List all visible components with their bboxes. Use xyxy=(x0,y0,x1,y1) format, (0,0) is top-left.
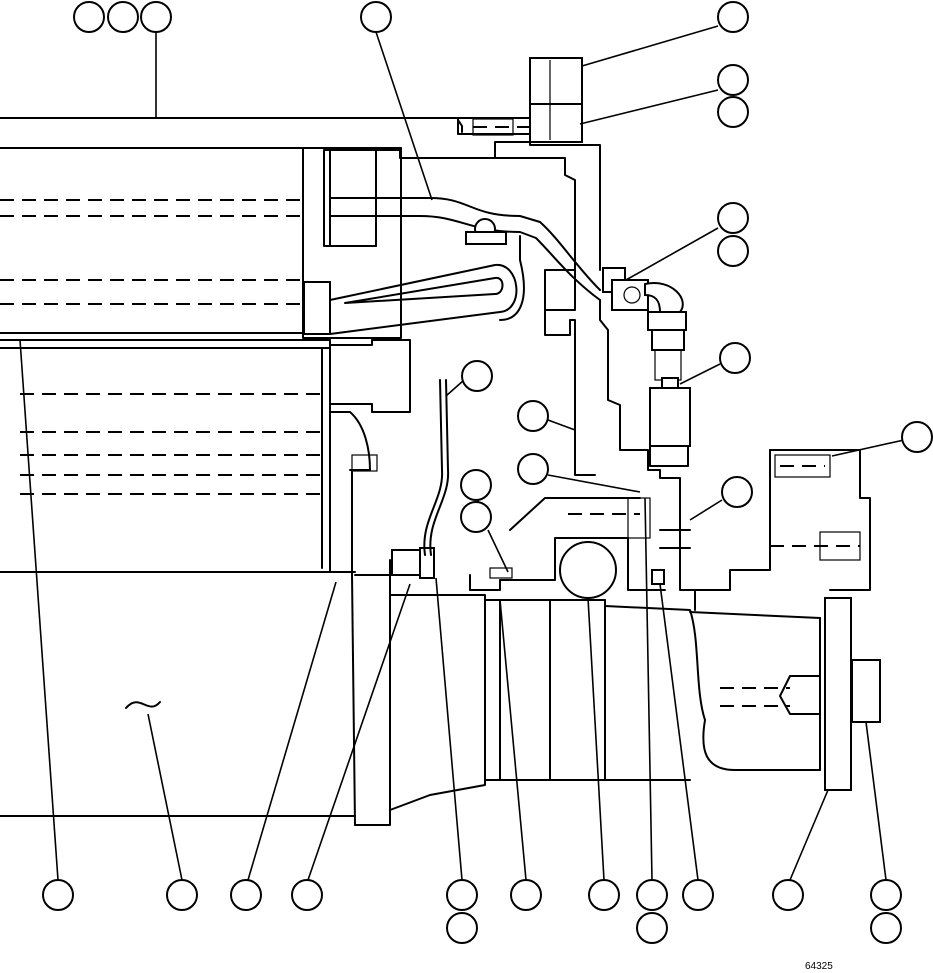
callout-bubble xyxy=(461,360,493,392)
callout-bubble xyxy=(870,879,902,911)
manifold-block xyxy=(659,449,871,611)
callout-bubble xyxy=(870,912,902,944)
callout-bubble xyxy=(446,879,478,911)
callout-bubble xyxy=(719,342,751,374)
drawing-number: 64325 xyxy=(805,961,833,972)
hose-line xyxy=(329,197,601,335)
break-mark xyxy=(125,701,161,709)
lower-tube xyxy=(0,339,356,817)
top-bracket xyxy=(529,57,583,143)
middle-flange xyxy=(329,339,435,826)
upper-piston xyxy=(302,147,402,339)
housing xyxy=(329,141,641,476)
callout-bubble xyxy=(717,235,749,267)
leader-lines xyxy=(19,25,905,881)
callout-bubble xyxy=(717,202,749,234)
callout-bubble xyxy=(517,453,549,485)
callout-bubble xyxy=(107,1,139,33)
callout-bubble xyxy=(901,421,933,453)
callout-bubble xyxy=(588,879,620,911)
shaft xyxy=(389,594,821,811)
callout-bubble xyxy=(682,879,714,911)
callout-bubble xyxy=(140,1,172,33)
callout-bubble xyxy=(717,1,749,33)
callout-bubble xyxy=(636,879,668,911)
callout-bubbles xyxy=(42,1,933,944)
callout-bubble xyxy=(230,879,262,911)
callout-bubble xyxy=(772,879,804,911)
callout-bubble xyxy=(460,501,492,533)
callout-bubble xyxy=(166,879,198,911)
callout-bubble xyxy=(636,912,668,944)
upper-tube xyxy=(0,117,554,334)
callout-bubble xyxy=(360,1,392,33)
callout-bubble xyxy=(717,64,749,96)
callout-bubble xyxy=(460,469,492,501)
bearing xyxy=(469,497,666,599)
callout-bubble xyxy=(510,879,542,911)
shield-plate xyxy=(423,379,450,556)
callout-bubble xyxy=(717,96,749,128)
callout-bubble xyxy=(291,879,323,911)
callout-bubble xyxy=(42,879,74,911)
end-plate xyxy=(720,597,881,791)
callout-bubble xyxy=(446,912,478,944)
callout-bubble xyxy=(73,1,105,33)
callout-bubble xyxy=(517,400,549,432)
callout-bubble xyxy=(721,476,753,508)
elbow-fitting xyxy=(602,267,696,591)
